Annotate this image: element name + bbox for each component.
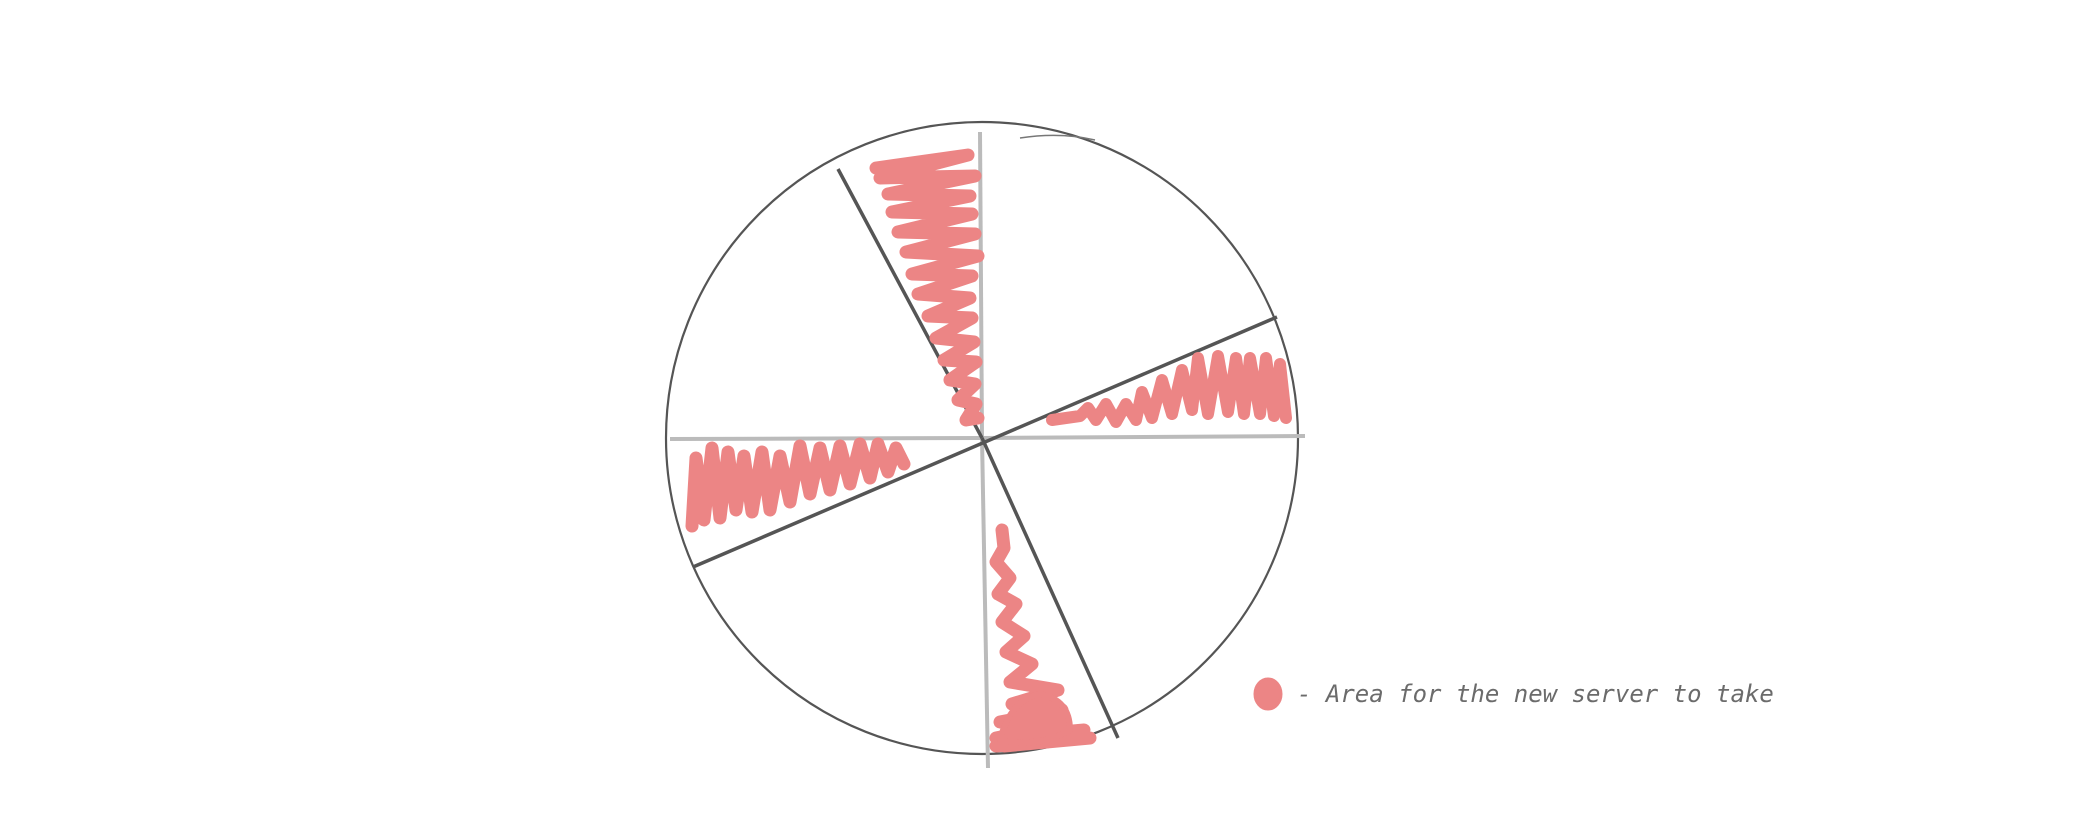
hash-ring-sketch-overlap bbox=[1019, 134, 1096, 141]
legend-label: - Area for the new server to take bbox=[1297, 680, 1774, 708]
old-boundary-left bbox=[669, 436, 983, 441]
new-server-area-right bbox=[1046, 350, 1292, 428]
old-boundary-bottom bbox=[980, 437, 990, 769]
old-boundary-right bbox=[981, 434, 1306, 440]
new-server-area-bottom bbox=[989, 523, 1097, 753]
new-server-area-left bbox=[685, 437, 911, 533]
new-boundary-lower-right bbox=[980, 437, 1120, 739]
legend: - Area for the new server to take bbox=[1253, 677, 1774, 711]
old-boundary-top bbox=[978, 131, 984, 439]
new-boundary-diagonal bbox=[692, 315, 1278, 569]
legend-pink-marker bbox=[1253, 677, 1283, 711]
new-server-area-top bbox=[869, 148, 985, 427]
